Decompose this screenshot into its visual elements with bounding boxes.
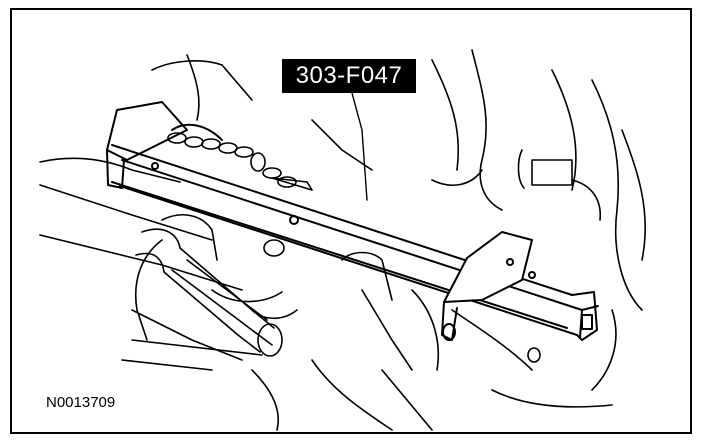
support-bracket-tool xyxy=(106,101,599,341)
callout-leader-line xyxy=(351,92,368,201)
engine-support-illustration xyxy=(39,49,647,431)
tool-callout-label: 303-F047 xyxy=(282,59,416,93)
figure-id: N0013709 xyxy=(46,394,116,411)
engine-background-lines xyxy=(39,49,647,431)
chain xyxy=(167,132,313,191)
hose-left xyxy=(135,228,283,357)
figure-frame: 303-F047 N0013709 xyxy=(10,8,692,434)
